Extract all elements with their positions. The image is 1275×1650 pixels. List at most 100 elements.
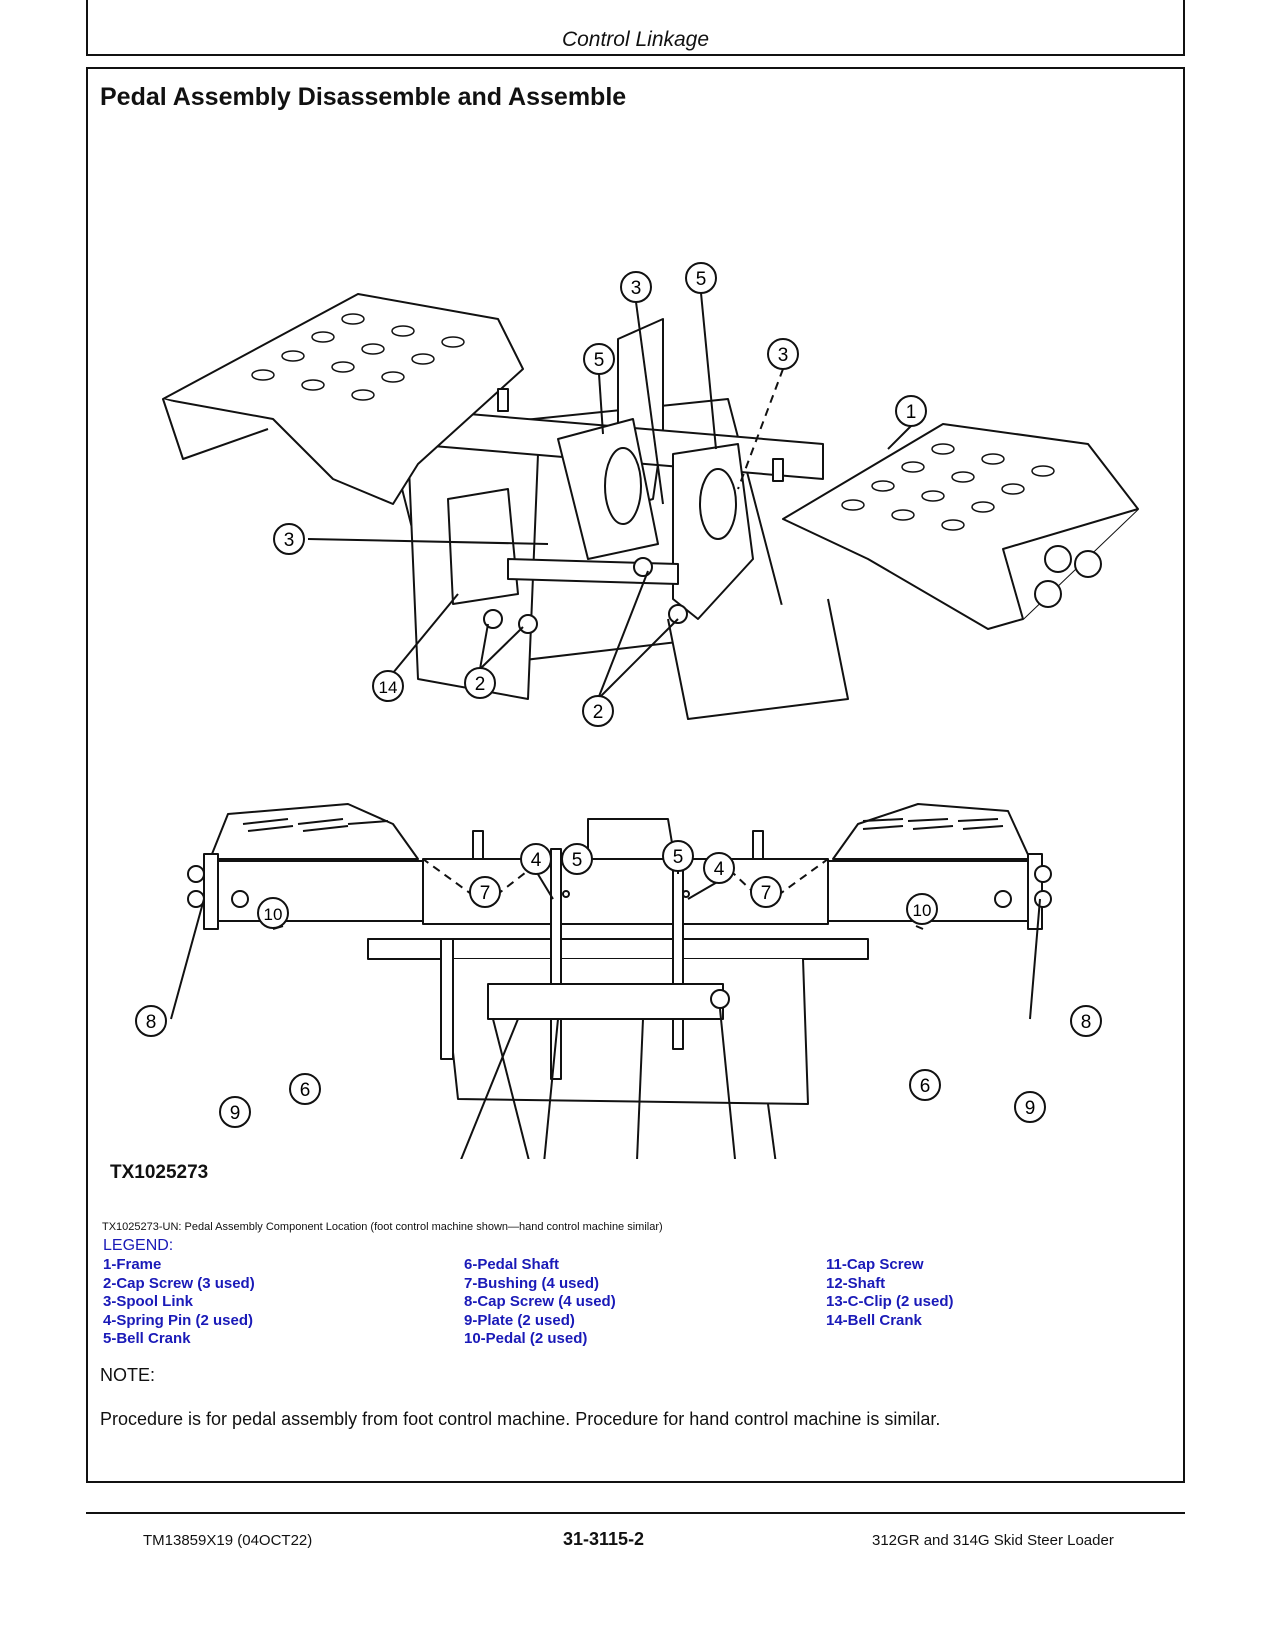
- base-plate: [367, 938, 869, 960]
- svg-text:8: 8: [146, 1012, 157, 1033]
- page-heading: Pedal Assembly Disassemble and Assemble: [100, 83, 627, 111]
- cap-screw-c: [483, 609, 503, 629]
- svg-text:10: 10: [264, 905, 283, 924]
- svg-text:10: 10: [913, 901, 932, 920]
- legend-item: 4-Spring Pin (2 used): [103, 1311, 254, 1329]
- callout: 4: [520, 843, 552, 875]
- legend-column-3: 11-Cap Screw 12-Shaft 13-C-Clip (2 used)…: [826, 1256, 954, 1330]
- bottom-view: [187, 803, 1052, 1105]
- pedal-left-front: [209, 803, 419, 860]
- grease-fitting-right: [772, 458, 784, 482]
- svg-text:6: 6: [300, 1080, 311, 1101]
- callout: 8: [1070, 1005, 1102, 1037]
- note-label: NOTE:: [100, 1365, 156, 1385]
- legend-item: 3-Spool Link: [103, 1293, 193, 1310]
- cap-screw-b: [668, 604, 688, 624]
- callout: 7: [469, 876, 501, 908]
- svg-text:3: 3: [284, 530, 295, 551]
- header-box: Control Linkage: [86, 0, 1185, 56]
- callout: 5: [685, 262, 717, 294]
- svg-text:7: 7: [480, 883, 491, 904]
- spring-pin-right: [682, 890, 690, 898]
- lower-shaft: [507, 558, 679, 585]
- legend-item: 13-C-Clip (2 used): [826, 1293, 954, 1310]
- bell-crank-left-boss: [604, 447, 642, 525]
- frame-right-foot: [667, 598, 849, 720]
- legend-item: 12-Shaft: [826, 1274, 886, 1292]
- svg-text:3: 3: [778, 345, 789, 366]
- callout: 2: [582, 695, 614, 727]
- callout: 14: [372, 670, 404, 702]
- svg-text:1: 1: [906, 402, 917, 423]
- cap-screw-8c: [231, 890, 249, 908]
- legend-item: 14-Bell Crank: [826, 1311, 922, 1329]
- svg-text:6: 6: [920, 1076, 931, 1097]
- callout: 10: [257, 897, 289, 929]
- legend-column-1: 1-Frame 2-Cap Screw (3 used) 3-Spool Lin…: [103, 1256, 255, 1349]
- callouts-bottom: 4 5 5 4 7 7 10 10 8 8 6 6 9 9 14 13 12 1…: [135, 840, 1102, 1128]
- callout: 6: [289, 1073, 321, 1105]
- section-title: Control Linkage: [561, 28, 710, 51]
- svg-text:2: 2: [475, 674, 486, 695]
- pedal-assembly-figure: 3 5 5 3 1 3 14 2 2 4 5 5 4 7 7 10 10 8 8…: [135, 262, 1139, 1159]
- grease-fitting-left: [497, 388, 509, 412]
- footer-product: 312GR and 314G Skid Steer Loader: [872, 1532, 1114, 1549]
- figure-code: TX1025273: [110, 1162, 209, 1183]
- callout: 10: [906, 893, 938, 925]
- legend-item: 8-Cap Screw (4 used): [464, 1293, 616, 1310]
- leaders-top: [307, 292, 912, 700]
- grease-fitting-left-front: [472, 830, 484, 860]
- callout: 9: [1014, 1091, 1046, 1123]
- svg-text:5: 5: [594, 350, 605, 371]
- pedal-right-bolt-a: [1044, 545, 1072, 573]
- svg-text:5: 5: [696, 269, 707, 290]
- legend-item: 5-Bell Crank: [103, 1330, 191, 1347]
- callout: 1: [895, 395, 927, 427]
- callout: 5: [561, 843, 593, 875]
- figure-caption: TX1025273-UN: Pedal Assembly Component L…: [102, 1221, 663, 1233]
- cap-screw-11: [710, 989, 730, 1009]
- footer-rule: [86, 1512, 1185, 1514]
- callout: 3: [767, 338, 799, 370]
- pedal-right-bolt-c: [1034, 580, 1062, 608]
- legend-column-2: 6-Pedal Shaft 7-Bushing (4 used) 8-Cap S…: [464, 1256, 616, 1349]
- legend-item: 6-Pedal Shaft: [464, 1256, 560, 1273]
- footer-doc-id: TM13859X19 (04OCT22): [143, 1532, 313, 1549]
- shaft-12: [487, 983, 724, 1020]
- note-text: Procedure is for pedal assembly from foo…: [100, 1409, 941, 1429]
- bell-crank-14: [440, 938, 454, 1060]
- callout: 5: [583, 343, 615, 375]
- svg-text:5: 5: [673, 847, 684, 868]
- svg-text:9: 9: [230, 1103, 241, 1124]
- svg-text:7: 7: [761, 883, 772, 904]
- spring-pin-left: [562, 890, 570, 898]
- callout: 7: [750, 876, 782, 908]
- svg-text:4: 4: [714, 859, 725, 880]
- content-box: Pedal Assembly Disassemble and Assemble: [86, 67, 1185, 1483]
- cap-screw-8f: [994, 890, 1012, 908]
- callout: 6: [909, 1069, 941, 1101]
- svg-text:3: 3: [631, 278, 642, 299]
- svg-text:4: 4: [531, 850, 542, 871]
- footer-page-number: 31-3115-2: [563, 1529, 645, 1549]
- svg-text:9: 9: [1025, 1098, 1036, 1119]
- cap-screw-8d: [1034, 865, 1052, 883]
- cap-screw-a: [633, 557, 653, 577]
- legend-item: 11-Cap Screw: [826, 1256, 924, 1273]
- legend-item: 10-Pedal (2 used): [464, 1330, 588, 1347]
- legend-item: 7-Bushing (4 used): [464, 1274, 600, 1292]
- callout: 3: [273, 523, 305, 555]
- lower-bell-crank: [447, 488, 519, 605]
- callout: 9: [219, 1096, 251, 1128]
- legend-item: 2-Cap Screw (3 used): [103, 1274, 255, 1292]
- bell-crank-5-left: [550, 848, 562, 1080]
- callouts-top: 3 5 5 3 1 3 14 2 2: [273, 262, 927, 727]
- pedal-right-bolt-b: [1074, 550, 1102, 578]
- legend-item: 1-Frame: [103, 1256, 162, 1273]
- grease-fitting-right-front: [752, 830, 764, 860]
- callout: 8: [135, 1005, 167, 1037]
- svg-text:8: 8: [1081, 1012, 1092, 1033]
- pedal-treads: [251, 313, 1055, 531]
- cap-screw-d: [518, 614, 538, 634]
- svg-text:14: 14: [379, 678, 398, 697]
